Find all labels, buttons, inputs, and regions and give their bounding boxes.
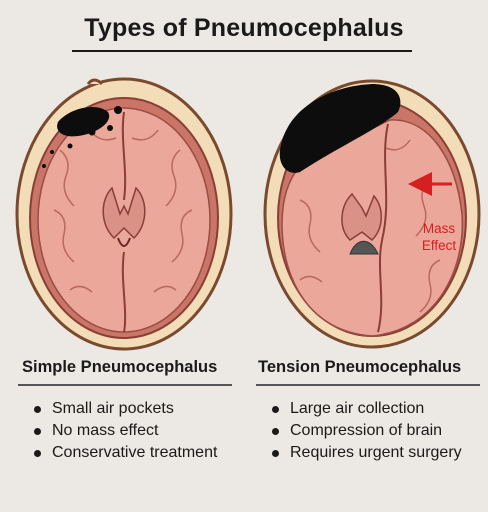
left-sulci: [53, 129, 193, 293]
diagram-title: Types of Pneumocephalus: [84, 14, 404, 42]
simple-bullet-list: Small air pockets No mass effect Conserv…: [30, 398, 217, 464]
right-midline-shift: [377, 123, 389, 333]
left-midline-fissure: [121, 111, 127, 333]
tension-heading-rule: [256, 384, 480, 386]
list-item: Small air pockets: [30, 398, 217, 420]
left-third-ventricle: [117, 237, 131, 247]
mass-effect-label: Mass Effect: [414, 220, 464, 254]
left-burr-hole: [86, 78, 104, 86]
list-item: Requires urgent surgery: [268, 442, 462, 464]
list-item: Large air collection: [268, 398, 462, 420]
simple-brain-scan: [15, 77, 233, 351]
left-air-pockets: [57, 107, 110, 137]
right-sulci: [299, 139, 441, 313]
simple-heading: Simple Pneumocephalus: [22, 358, 218, 376]
list-item: Conservative treatment: [30, 442, 217, 464]
right-compressed-ventricle: [349, 240, 379, 255]
mass-effect-line1: Mass: [422, 221, 456, 236]
list-item: Compression of brain: [268, 420, 462, 442]
simple-heading-rule: [18, 384, 232, 386]
list-item: No mass effect: [30, 420, 217, 442]
right-ventricles: [341, 192, 382, 242]
mass-effect-line2: Effect: [421, 238, 457, 253]
tension-heading: Tension Pneumocephalus: [258, 358, 462, 376]
right-large-air-collection: [279, 84, 401, 173]
tension-bullet-list: Large air collection Compression of brai…: [268, 398, 462, 464]
left-ventricles: [102, 186, 146, 240]
title-underline: [72, 50, 412, 52]
tension-brain-scan: [263, 79, 481, 349]
